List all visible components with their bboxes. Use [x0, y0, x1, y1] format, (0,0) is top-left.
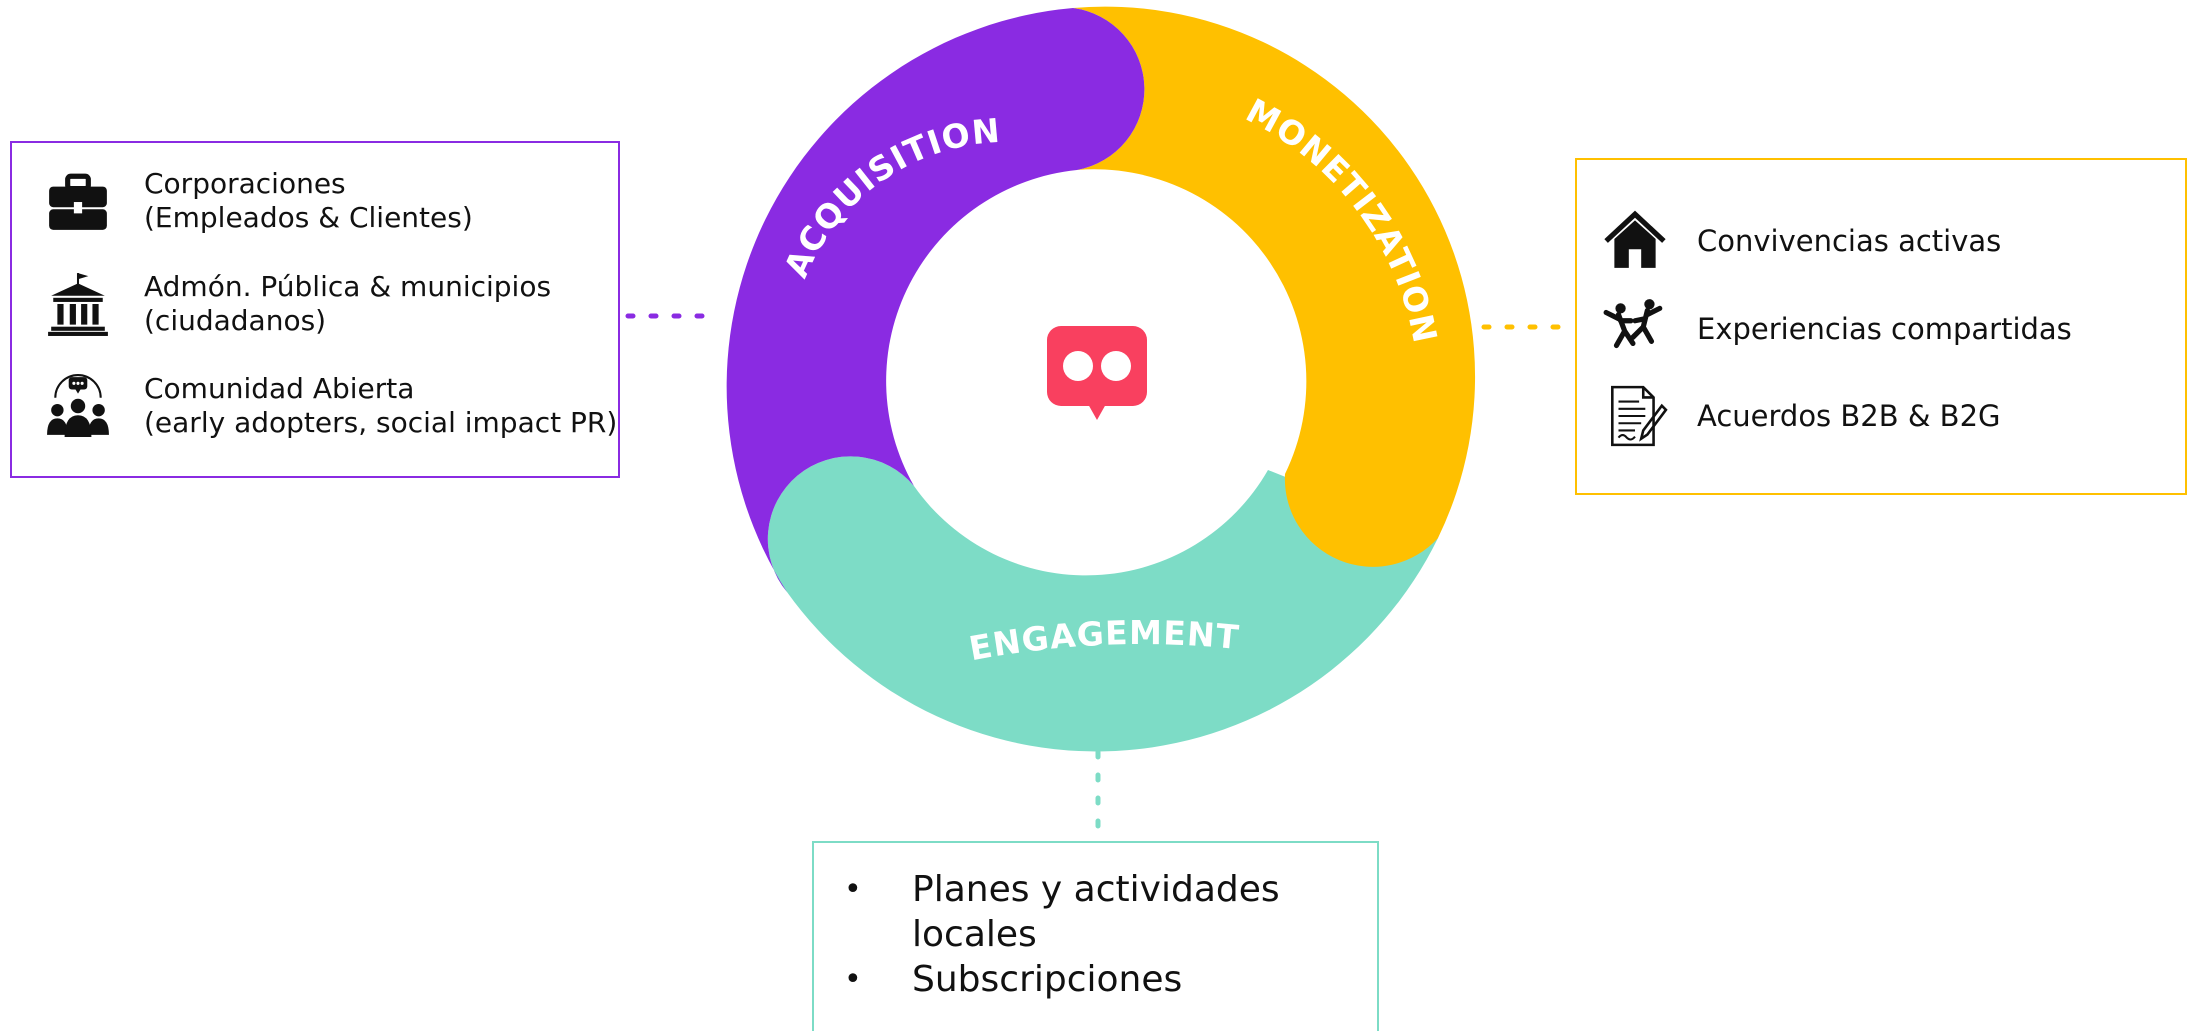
people-dancing-icon — [1599, 293, 1671, 365]
engagement-list: Planes y actividades locales Subscripcio… — [834, 867, 1280, 1002]
community-group-icon — [42, 370, 114, 442]
chat-bubble-logo-icon — [1047, 326, 1147, 420]
house-icon — [1599, 205, 1671, 277]
acquisition-item-open-community: Comunidad Abierta (early adopters, socia… — [42, 370, 617, 442]
acquisition-item-text: Admón. Pública & municipios (ciudadanos) — [144, 270, 551, 338]
list-item-continuation: locales — [912, 914, 1037, 955]
engagement-segment — [767, 456, 1438, 752]
item-title: Corporaciones — [144, 167, 346, 200]
monetization-segment — [1073, 6, 1476, 567]
acquisition-item-text: Corporaciones (Empleados & Clientes) — [144, 167, 473, 235]
contract-document-icon — [1599, 380, 1671, 452]
item-subtitle: (early adopters, social impact PR) — [144, 406, 618, 439]
monetization-item-agreements: Acuerdos B2B & B2G — [1599, 380, 2001, 452]
list-item: Planes y actividades — [834, 867, 1280, 912]
item-subtitle: (Empleados & Clientes) — [144, 201, 473, 234]
monetization-item-shared-experiences: Experiencias compartidas — [1599, 293, 2072, 365]
acquisition-targets-box: Corporaciones (Empleados & Clientes) Adm… — [10, 141, 620, 478]
monetization-item-active-living: Convivencias activas — [1599, 205, 2001, 277]
monetization-item-label: Convivencias activas — [1697, 224, 2002, 258]
item-subtitle: (ciudadanos) — [144, 304, 327, 337]
engagement-activities-box: Planes y actividades locales Subscripcio… — [812, 841, 1379, 1031]
briefcase-icon — [42, 165, 114, 237]
acquisition-item-text: Comunidad Abierta (early adopters, socia… — [144, 372, 617, 440]
list-item: Subscripciones — [834, 957, 1280, 1002]
monetization-item-label: Acuerdos B2B & B2G — [1697, 399, 2001, 433]
monetization-item-label: Experiencias compartidas — [1697, 312, 2072, 346]
acquisition-segment — [726, 8, 1145, 592]
acquisition-item-corporations: Corporaciones (Empleados & Clientes) — [42, 165, 473, 237]
item-title: Admón. Pública & municipios — [144, 270, 552, 303]
item-title: Comunidad Abierta — [144, 372, 415, 405]
monetization-channels-box: Convivencias activas Experiencias compar… — [1575, 158, 2187, 495]
acquisition-item-public-admin: Admón. Pública & municipios (ciudadanos) — [42, 268, 551, 340]
government-building-icon — [42, 268, 114, 340]
